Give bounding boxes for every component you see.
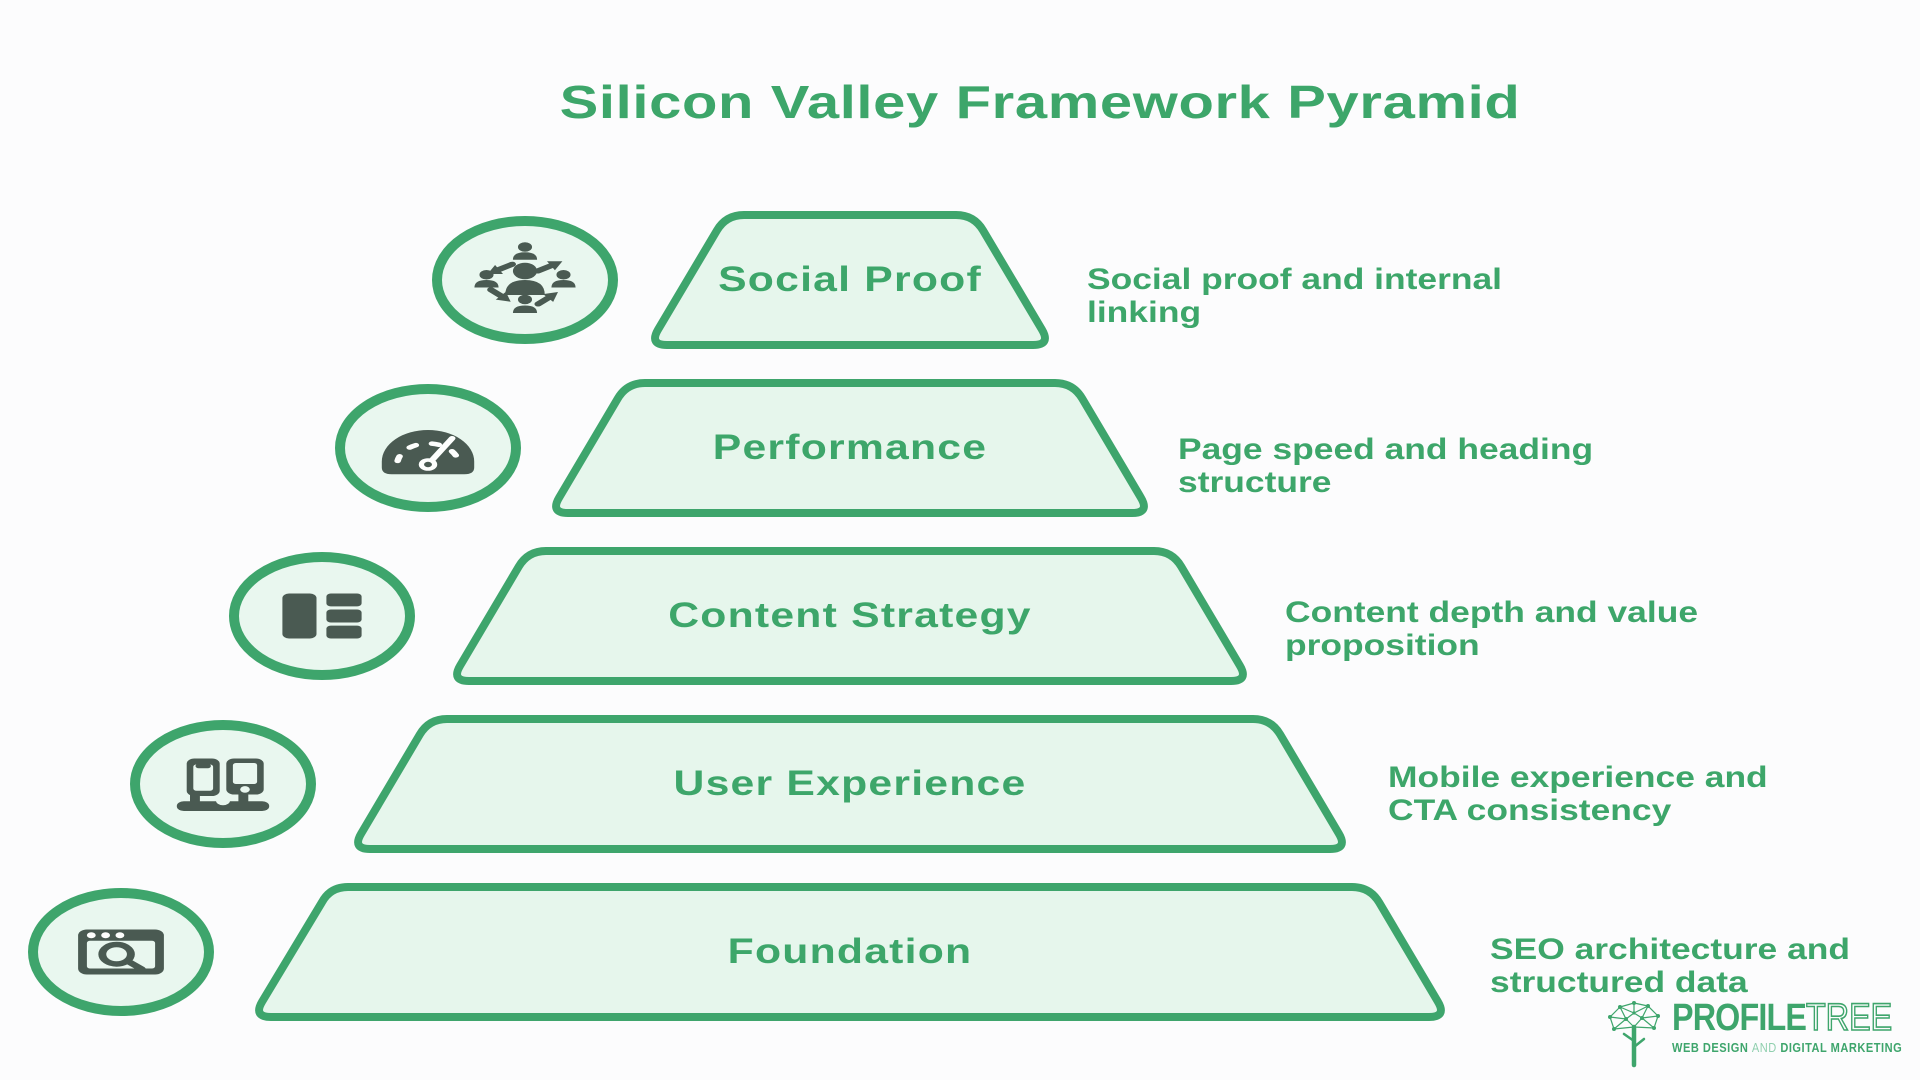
level-label-content-strategy: Content Strategy [668, 596, 1032, 635]
browser-search-icon [78, 929, 164, 975]
layout-icon [282, 593, 362, 639]
level-label-user-experience: User Experience [673, 764, 1027, 803]
icon-badge [229, 552, 415, 680]
devices-icon [176, 758, 270, 811]
pyramid-level-shape-social-proof [651, 211, 1049, 349]
pyramid-level-shape-performance [552, 379, 1148, 517]
pyramid-level-shape-content-strategy [453, 547, 1247, 685]
tagline-and: AND [1751, 1040, 1777, 1055]
level-description-social-proof: Social proof and internal linking [1087, 263, 1503, 329]
level-description-user-experience: Mobile experience and CTA consistency [1388, 761, 1768, 827]
tagline-web-design: WEB DESIGN [1672, 1040, 1749, 1055]
page-title: Silicon Valley Framework Pyramid [559, 76, 1521, 128]
brand-name-bold: PROFILE [1672, 997, 1807, 1039]
speedometer-icon [381, 430, 475, 475]
brand-logo: PROFILETREE WEB DESIGN AND DIGITAL MARKE… [1602, 996, 1920, 1077]
icon-badge [130, 720, 316, 848]
pyramid-level-shape-user-experience [354, 715, 1346, 853]
level-label-foundation: Foundation [727, 932, 973, 971]
brand-wordmark: PROFILETREE WEB DESIGN AND DIGITAL MARKE… [1672, 996, 1902, 1055]
tagline-digital-marketing: DIGITAL MARKETING [1780, 1040, 1903, 1055]
level-description-performance: Page speed and heading structure [1178, 433, 1594, 499]
level-description-foundation: SEO architecture and structured data [1490, 933, 1851, 999]
level-description-content-strategy: Content depth and value proposition [1285, 596, 1699, 662]
brand-name-light: TREE [1805, 996, 1893, 1040]
pyramid-level-shape-foundation [255, 883, 1445, 1021]
level-label-performance: Performance [712, 428, 988, 467]
brand-tagline: WEB DESIGN AND DIGITAL MARKETING [1672, 1040, 1902, 1055]
profiletree-tree-icon [1608, 1001, 1660, 1068]
level-label-social-proof: Social Proof [718, 260, 982, 299]
community-icon [474, 242, 576, 313]
